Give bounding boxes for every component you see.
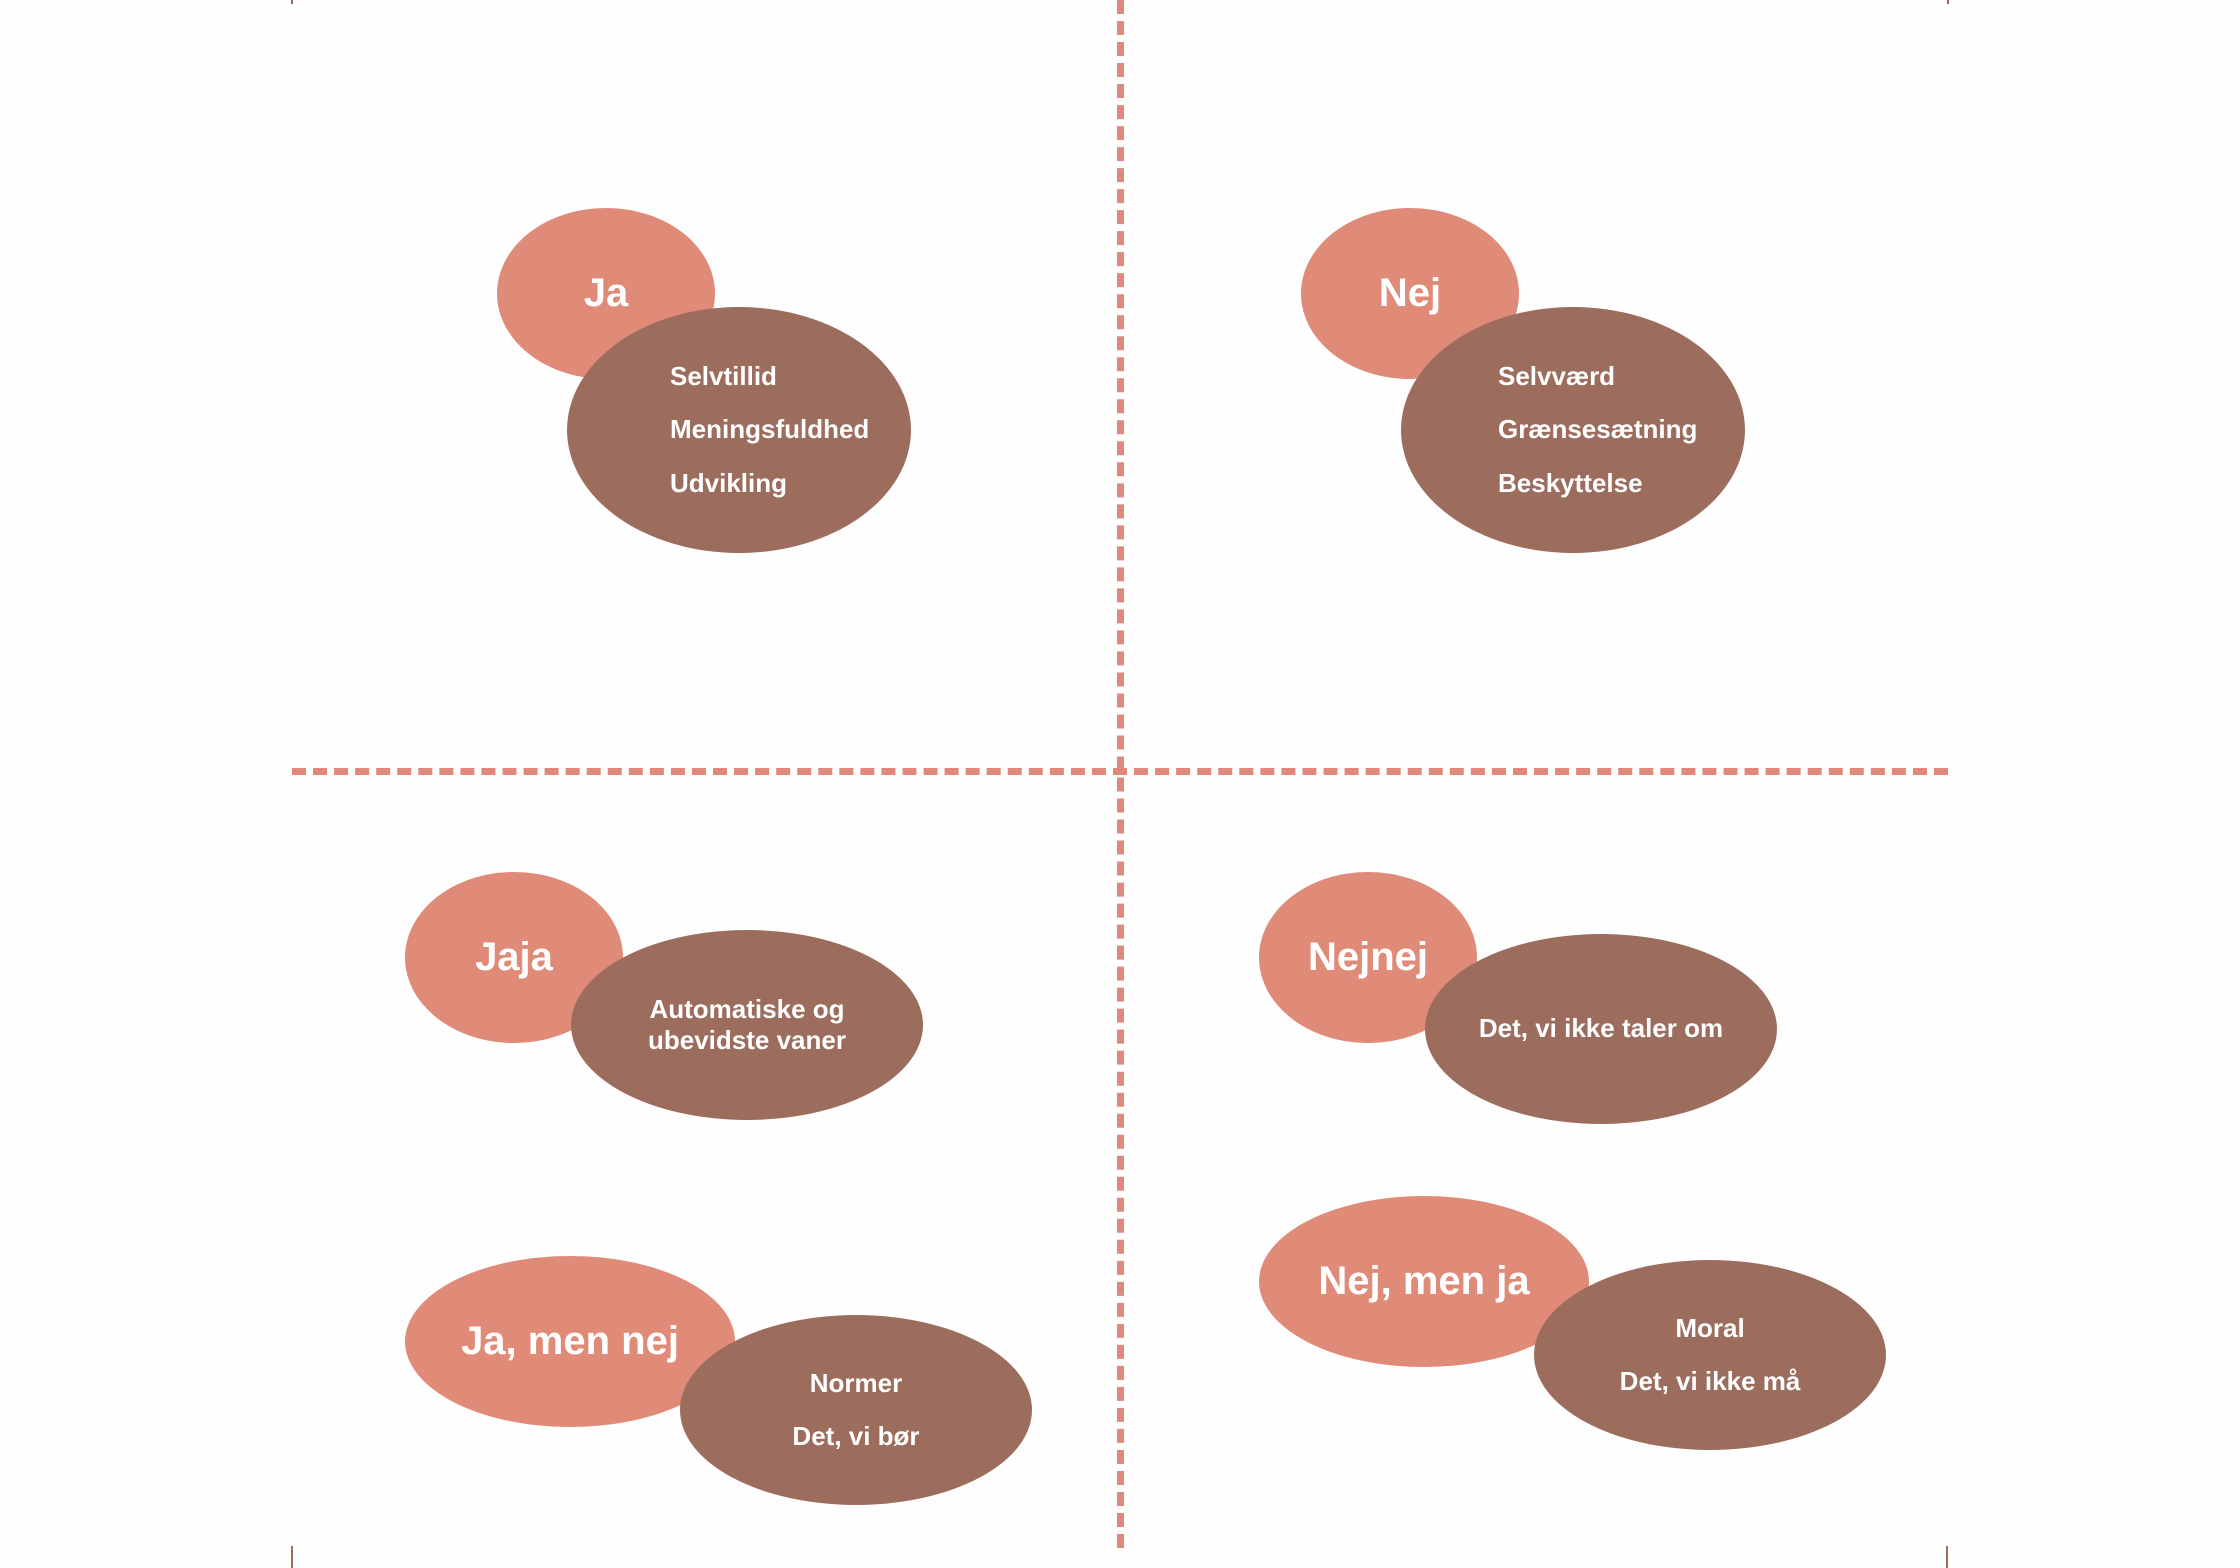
nejnej-head-label: Nejnej	[1307, 935, 1429, 979]
crop-mark-top-right	[1947, 0, 1949, 4]
ja-body-ellipse: Selvtillid Meningsfuldhed Udvikling	[567, 307, 911, 553]
jaja-head-ellipse: Jaja	[405, 872, 623, 1043]
ja-men-nej-head-label: Ja, men nej	[461, 1319, 679, 1363]
jaja-text-line-2: ubevidste vaner	[648, 1025, 846, 1055]
nej-men-ja-item-1: Moral	[1675, 1312, 1745, 1343]
ja-men-nej-item-1: Normer	[809, 1367, 903, 1398]
ja-item-2: Meningsfuldhed	[670, 414, 870, 445]
nej-head-label: Nej	[1378, 271, 1442, 315]
nej-item-1: Selvværd	[1498, 361, 1616, 392]
nej-men-ja-head-ellipse: Nej, men ja	[1259, 1196, 1589, 1367]
ja-item-1: Selvtillid	[670, 361, 777, 392]
ja-men-nej-head-ellipse: Ja, men nej	[405, 1256, 735, 1427]
nej-men-ja-body-ellipse: Moral Det, vi ikke må	[1534, 1260, 1886, 1450]
jaja-body-ellipse: Automatiske og ubevidste vaner	[571, 930, 923, 1120]
ja-men-nej-item-2: Det, vi bør	[792, 1421, 920, 1451]
crop-mark-bottom-right	[1946, 1546, 1948, 1568]
nej-men-ja-item-2: Det, vi ikke må	[1619, 1366, 1801, 1396]
nej-men-ja-head-label: Nej, men ja	[1318, 1259, 1530, 1303]
nej-item-2: Grænsesætning	[1498, 414, 1698, 445]
crop-mark-top-left	[291, 0, 293, 4]
nejnej-body-ellipse: Det, vi ikke taler om	[1425, 934, 1777, 1124]
nejnej-text: Det, vi ikke taler om	[1478, 1013, 1724, 1044]
ja-men-nej-body-ellipse: Normer Det, vi bør	[680, 1315, 1032, 1505]
ja-head-label: Ja	[583, 271, 629, 315]
jaja-text-line-1: Automatiske og	[649, 993, 845, 1024]
horizontal-dashed-divider	[292, 768, 1948, 775]
crop-mark-bottom-left	[291, 1546, 293, 1568]
nej-body-ellipse: Selvværd Grænsesætning Beskyttelse	[1401, 307, 1745, 553]
ja-item-3: Udvikling	[670, 467, 788, 498]
jaja-head-label: Jaja	[475, 935, 553, 979]
nej-item-3: Beskyttelse	[1498, 467, 1643, 498]
